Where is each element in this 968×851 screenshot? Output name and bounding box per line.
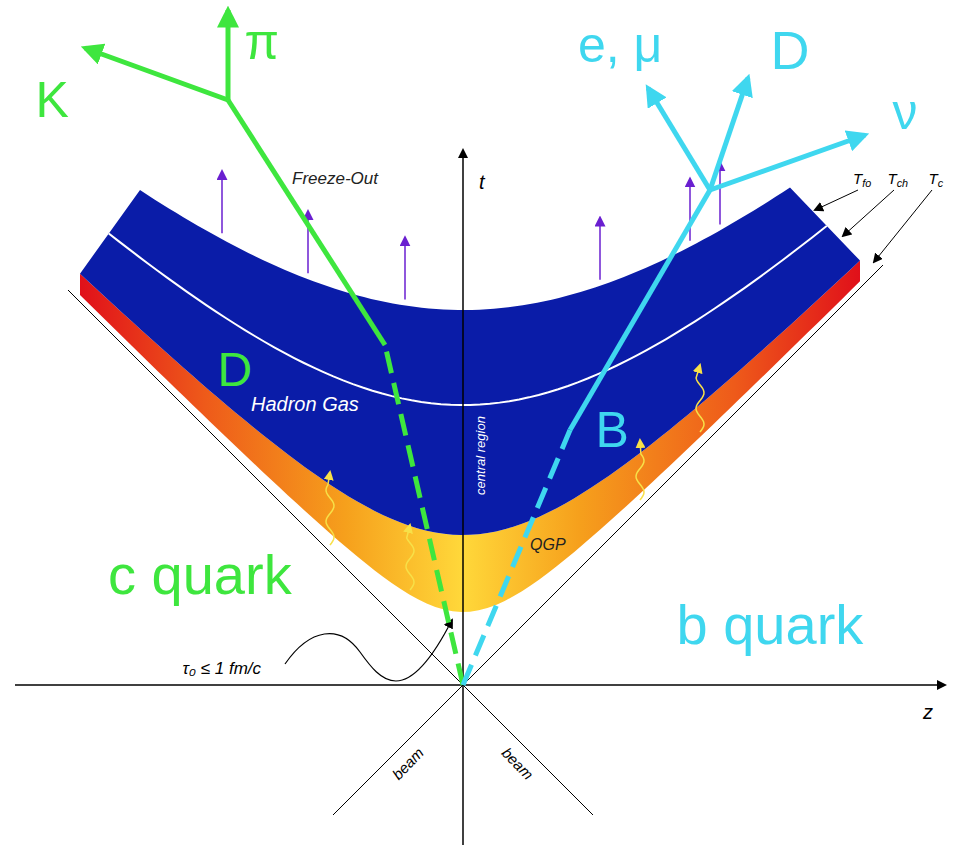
particle-label: K — [36, 75, 69, 125]
chemical-freeze-out-line — [40, 149, 920, 405]
symbol-main: T — [929, 170, 938, 187]
temperature-pointer — [843, 190, 894, 236]
symbol-subscript: c — [938, 177, 943, 189]
z-axis — [15, 684, 945, 686]
symbol-main: T — [853, 170, 862, 187]
particle-label: e, μ — [578, 20, 662, 70]
axis-label: z — [923, 702, 933, 722]
symbol-subscript: ch — [897, 177, 908, 189]
decay-product-arrow — [710, 78, 748, 190]
decay-product-arrow — [710, 135, 865, 190]
t-axis — [462, 150, 464, 845]
photon-arrow — [696, 365, 704, 432]
hadron-gas-band — [80, 187, 860, 535]
axis-label: t — [479, 172, 485, 192]
beam-label: beam — [389, 744, 426, 781]
freeze-out-arrow — [689, 179, 691, 241]
particle-label: D — [771, 23, 810, 77]
particle-label: π — [245, 17, 280, 67]
light-cone-line — [333, 265, 883, 815]
decay-product-arrow — [85, 48, 228, 100]
temperature-pointer — [874, 190, 932, 262]
temperature-pointer — [815, 190, 858, 210]
particle-label: B — [596, 405, 629, 455]
photon-arrow — [636, 440, 644, 500]
particle-label: ν — [893, 87, 918, 137]
particle-label: D — [218, 346, 253, 394]
photon-arrow — [326, 472, 334, 545]
d-meson-track — [228, 100, 385, 345]
freeze-out-arrow — [599, 218, 601, 280]
b-meson-track — [570, 190, 710, 430]
symbol-main: T — [888, 170, 897, 187]
beam-label: beam — [499, 744, 536, 781]
phase-label: Hadron Gas — [251, 394, 359, 414]
tau-pointer — [285, 620, 452, 681]
temperature-label: Tc — [929, 171, 944, 186]
phase-label: QGP — [530, 537, 566, 553]
freeze-out-arrow — [221, 171, 223, 233]
region-label: central region — [473, 416, 486, 495]
temperature-label: Tch — [888, 171, 909, 186]
freeze-out-arrow — [719, 162, 721, 224]
stage-label: Freeze-Out — [292, 170, 378, 187]
temperature-label: Tfo — [853, 171, 871, 186]
photon-arrow — [406, 525, 414, 590]
charm-track-dashed — [385, 345, 463, 685]
quark-label: c quark — [108, 547, 292, 603]
symbol-subscript: fo — [862, 177, 871, 189]
decay-product-arrow — [648, 88, 710, 190]
time-annotation: τ₀ ≤ 1 fm/c — [183, 660, 262, 677]
light-cone-line — [68, 290, 593, 815]
decay-product-arrow — [226, 10, 231, 100]
freeze-out-arrow — [404, 238, 406, 300]
quark-label: b quark — [677, 597, 864, 653]
